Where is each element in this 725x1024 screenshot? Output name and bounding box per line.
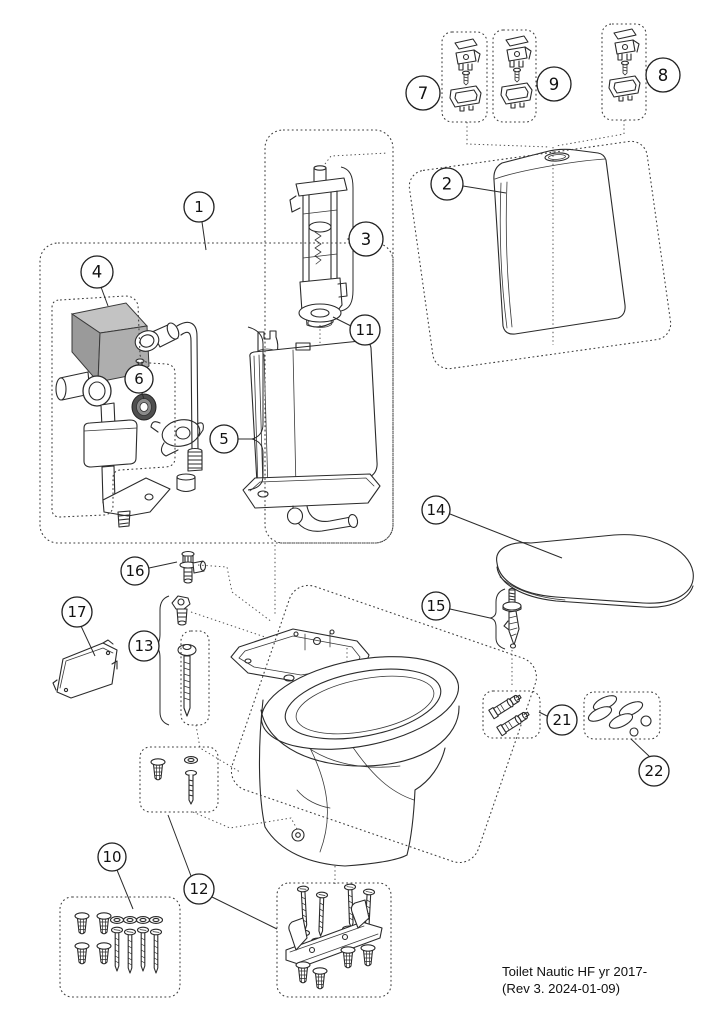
svg-text:13: 13 [134, 637, 153, 655]
callout-16: 16 [120, 556, 178, 586]
svg-text:15: 15 [426, 597, 445, 615]
svg-text:21: 21 [552, 711, 571, 729]
group-box-lid [408, 140, 672, 370]
cistern-lid [493, 148, 626, 335]
inner-tank [242, 330, 381, 532]
callout-3: 3 [340, 166, 384, 312]
toilet-bowl [230, 628, 460, 867]
callout-22: 22 [630, 738, 670, 787]
svg-text:9: 9 [549, 75, 560, 94]
group-box-9 [492, 29, 537, 123]
svg-text:7: 7 [418, 84, 429, 103]
svg-text:12: 12 [189, 880, 208, 898]
flush-clip [150, 419, 204, 457]
callout-1: 1 [183, 191, 215, 251]
flush-button-set-8 [608, 28, 641, 102]
connector-bolt-kit [488, 691, 532, 737]
callout-10: 10 [97, 842, 134, 910]
callouts: 1 2 3 4 5 6 7 [61, 57, 681, 930]
dotted-connectors [190, 120, 625, 884]
group-box-4 [51, 295, 176, 518]
callout-6: 6 [124, 364, 154, 400]
group-box-21 [482, 690, 541, 739]
callout-9: 9 [536, 66, 572, 102]
inlet-seal [131, 393, 157, 421]
group-box-8 [601, 23, 647, 121]
callout-21: 21 [538, 704, 578, 736]
svg-text:17: 17 [67, 603, 86, 621]
footer: Toilet Nautic HF yr 2017- (Rev 3. 2024-0… [502, 964, 647, 996]
group-box-22 [583, 691, 661, 740]
group-box-12 [276, 882, 392, 998]
group-box-valve-column [264, 129, 394, 544]
svg-text:14: 14 [426, 501, 445, 519]
svg-text:6: 6 [134, 370, 144, 388]
group-box-10 [59, 896, 181, 998]
svg-text:11: 11 [355, 321, 374, 339]
svg-text:4: 4 [92, 263, 103, 282]
floor-bracket-kit [285, 883, 383, 990]
flush-valve [289, 165, 348, 328]
group-box-1 [39, 242, 394, 544]
svg-text:1: 1 [194, 198, 204, 216]
callout-17: 17 [61, 596, 96, 657]
seat-fixing-bolt [502, 587, 522, 649]
callout-12: 12 [167, 814, 278, 930]
svg-text:16: 16 [125, 562, 144, 580]
flush-valve-seal [298, 303, 342, 323]
flush-button-set-9 [500, 35, 533, 109]
callout-7: 7 [405, 75, 441, 111]
callout-11: 11 [332, 314, 381, 346]
callout-14: 14 [421, 495, 563, 559]
tank-bolt-kit [171, 595, 197, 717]
gasket-set [587, 695, 652, 737]
callout-13: 13 [128, 595, 170, 726]
fixing-bracket-plate [52, 639, 118, 699]
group-box-7 [441, 31, 488, 123]
flush-button-set-7 [449, 38, 482, 112]
group-box-bowl [230, 584, 537, 864]
svg-text:8: 8 [658, 66, 669, 85]
callout-4: 4 [80, 255, 114, 307]
footer-line-1: Toilet Nautic HF yr 2017- [502, 964, 647, 979]
floor-fixing-kit [74, 912, 164, 974]
svg-text:5: 5 [219, 430, 229, 448]
svg-text:10: 10 [102, 848, 121, 866]
svg-text:22: 22 [644, 762, 663, 780]
svg-text:3: 3 [361, 230, 372, 249]
callout-2: 2 [430, 167, 507, 201]
lid-fixing-valve [179, 550, 207, 584]
callout-5: 5 [209, 326, 264, 491]
inlet-hose [134, 321, 203, 493]
toilet-seat [496, 534, 694, 608]
pedestal-screw-kit [150, 756, 199, 805]
group-box-pedestal-screws [139, 746, 219, 813]
footer-line-2: (Rev 3. 2024-01-09) [502, 981, 620, 996]
callout-8: 8 [645, 57, 681, 93]
svg-text:2: 2 [442, 175, 453, 194]
callout-15: 15 [421, 588, 506, 650]
